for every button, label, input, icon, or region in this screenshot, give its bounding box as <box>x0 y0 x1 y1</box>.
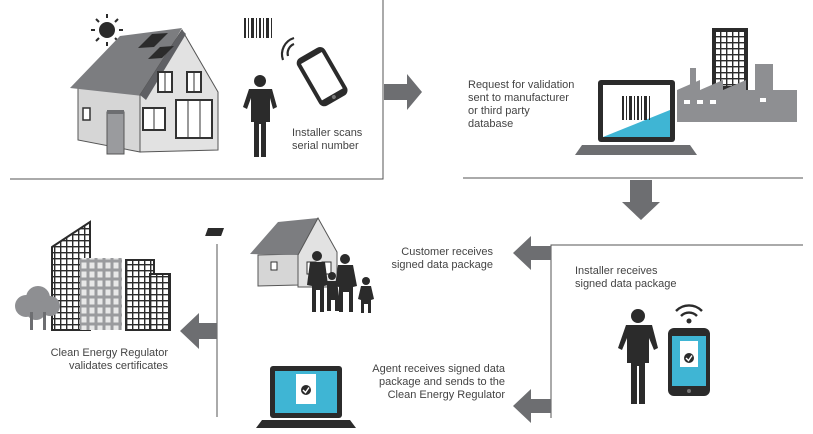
arrow-right-1 <box>384 74 422 110</box>
caption-agent-receives: Agent receives signed data package and s… <box>360 363 505 402</box>
factory-icon <box>677 28 797 122</box>
caption-customer-receives: Customer receives signed data package <box>388 246 493 272</box>
caption-line: Installer scans <box>292 127 363 139</box>
person-installer-icon <box>243 75 277 157</box>
caption-line: signed data package <box>391 259 493 271</box>
caption-line: Request for validation <box>468 79 575 91</box>
caption-installer-scans: Installer scans serial number <box>292 127 362 153</box>
caption-line: Agent receives signed data <box>372 363 505 375</box>
house-solar-icon <box>70 14 219 155</box>
laptop-barcode-icon <box>575 80 697 155</box>
caption-line: sent to manufacturer <box>468 92 569 104</box>
caption-line: serial number <box>292 140 359 152</box>
arrow-left-customer <box>513 236 551 270</box>
person-installer-icon <box>618 309 658 404</box>
caption-line: database <box>468 118 514 130</box>
caption-request-validation: Request for validation sent to manufactu… <box>468 79 574 131</box>
right-bracket-line <box>550 244 803 418</box>
phone-wifi-icon <box>280 36 348 107</box>
flow-arrows <box>180 74 660 423</box>
arrow-left-regulator <box>180 313 217 349</box>
caption-installer-receives: Installer receives signed data package <box>575 265 677 291</box>
laptop-certificate-icon <box>256 366 356 428</box>
caption-line: or third party <box>468 105 530 117</box>
caption-line: validates certificates <box>68 360 168 372</box>
caption-line: Installer receives <box>575 265 658 277</box>
arrow-down <box>622 180 660 220</box>
caption-line: Customer receives <box>401 246 493 258</box>
phone-certificate-icon <box>668 304 710 396</box>
flow-lines <box>10 0 803 418</box>
family-icon <box>307 251 374 313</box>
caption-line: package and sends to the <box>379 376 505 388</box>
caption-line: signed data package <box>575 278 677 290</box>
caption-line: Clean Energy Regulator <box>50 347 168 359</box>
caption-regulator-validates: Clean Energy Regulator validates certifi… <box>46 347 168 373</box>
arrow-left-agent <box>513 389 551 423</box>
barcode-icon <box>244 18 272 38</box>
city-buildings-icon <box>15 220 171 331</box>
top-left-frame-line <box>10 0 384 180</box>
caption-line: Clean Energy Regulator <box>387 389 505 401</box>
